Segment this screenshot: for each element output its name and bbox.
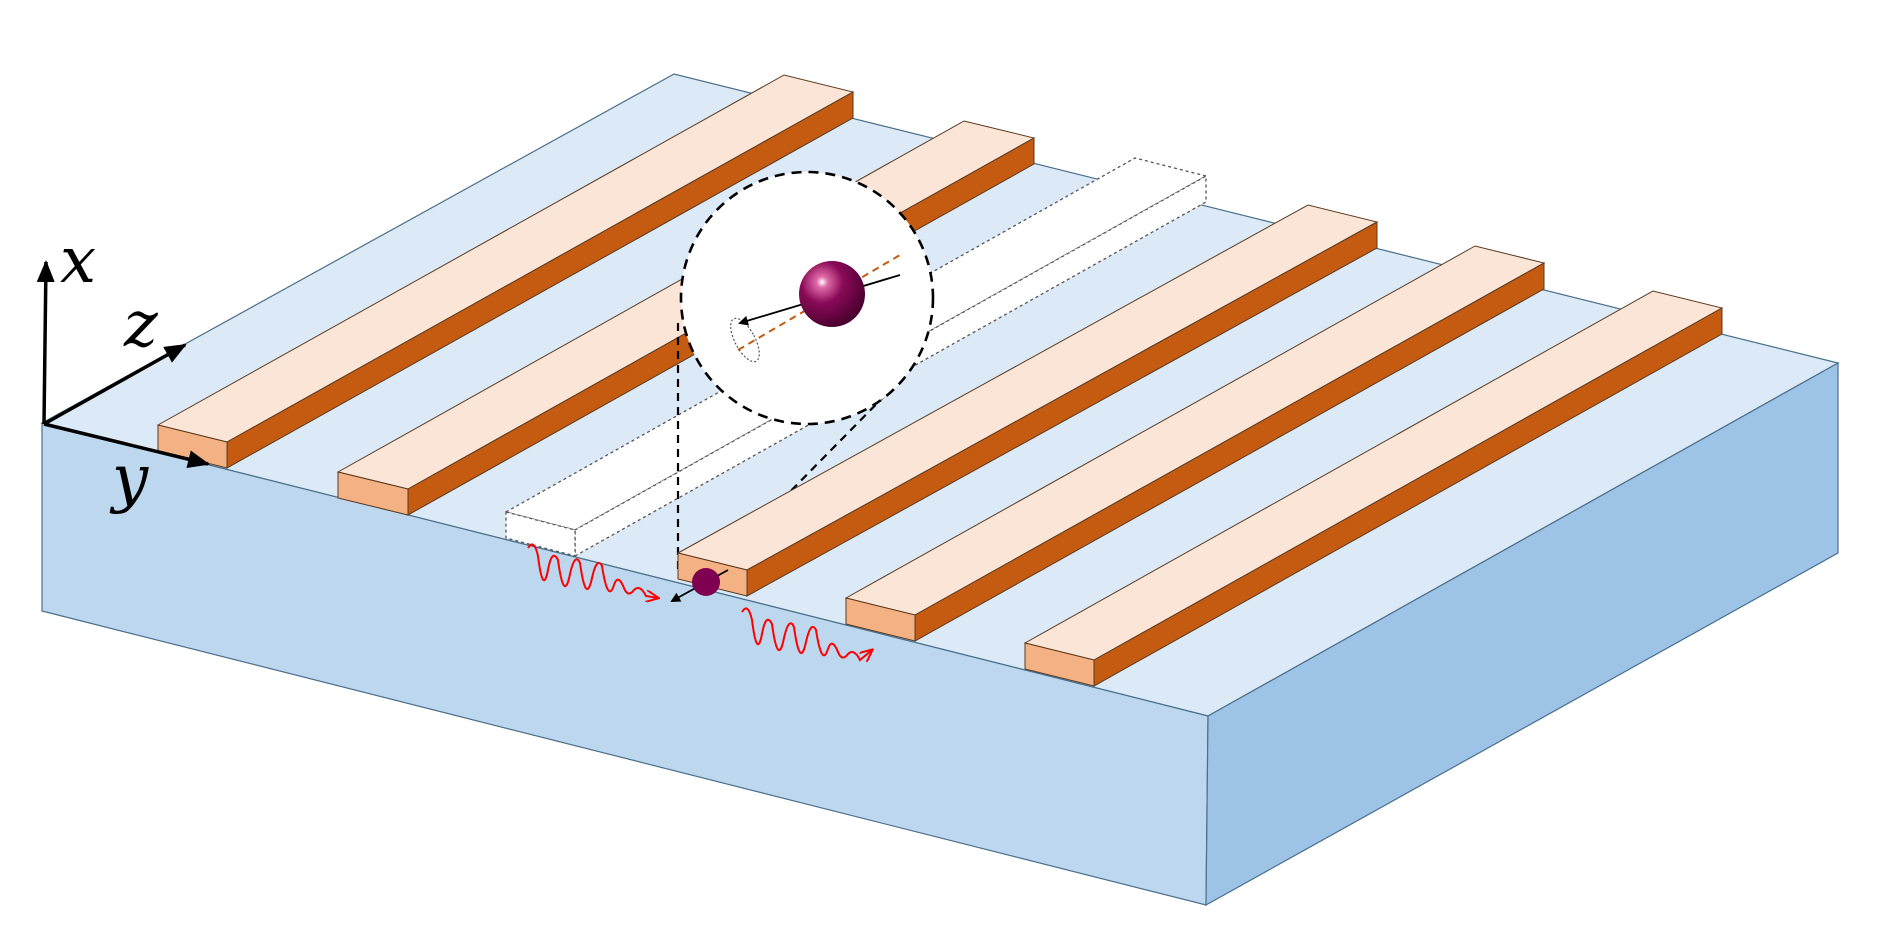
wave-icon: [741, 607, 872, 660]
x-axis-arrow: [36, 260, 55, 425]
wave-icon: [527, 543, 658, 598]
particle-icon: [799, 261, 865, 327]
z-axis-arrow: [43, 343, 187, 426]
dipole-axis: [737, 254, 901, 351]
coordinate-axes: x z y: [36, 224, 210, 516]
substrate-right-face: [1205, 361, 1839, 907]
emitted-waves: [527, 543, 872, 660]
particle-small: [670, 568, 729, 602]
substrate: [40, 73, 1840, 907]
metal-strip: [1023, 290, 1724, 687]
polarization-ellipse: [730, 317, 760, 363]
z-axis-label: z: [123, 288, 159, 362]
strip-end: [337, 471, 409, 516]
strip-end: [845, 597, 916, 642]
metal-strip: [844, 245, 1546, 642]
y-axis-arrow: [43, 422, 210, 469]
x-axis-label: x: [60, 224, 96, 298]
strip-end: [1024, 642, 1095, 687]
magnifier-circle: [679, 170, 935, 426]
metal-strip: [156, 74, 855, 469]
particle-icon: [692, 568, 720, 596]
y-axis-label: y: [109, 442, 149, 516]
missing-strip-end: [505, 511, 576, 557]
metal-strip: [676, 204, 1379, 597]
